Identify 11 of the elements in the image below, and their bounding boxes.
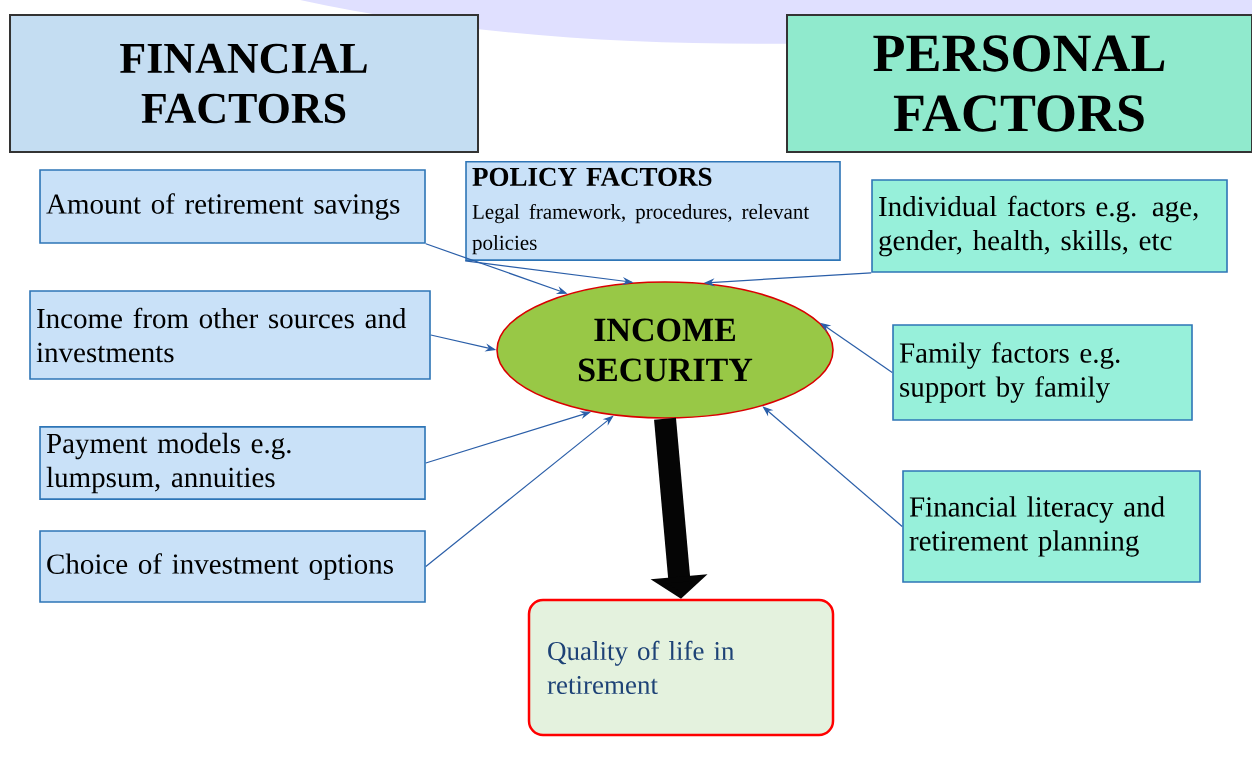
factor-box: POLICY FACTORS Legal framework, procedures, relevant policies <box>465 161 841 261</box>
factor-box: Amount of retirement savings <box>39 169 426 244</box>
factor-box: Family factors e.g. support by family <box>892 324 1193 421</box>
heading-box: PERSONAL FACTORS <box>786 14 1252 153</box>
factor-box: Financial literacy and retirement planning <box>902 470 1201 583</box>
factor-box: Income from other sources and investments <box>29 290 431 380</box>
result-box: Quality of life in retirement <box>527 598 835 737</box>
heading-box: FINANCIAL FACTORS <box>9 14 479 153</box>
factor-box: Individual factors e.g. age, gender, health, skills, etc <box>871 179 1228 273</box>
factor-box: Payment models e.g. lumpsum, annuities <box>39 426 426 500</box>
factor-box: Choice of investment options <box>39 530 426 603</box>
